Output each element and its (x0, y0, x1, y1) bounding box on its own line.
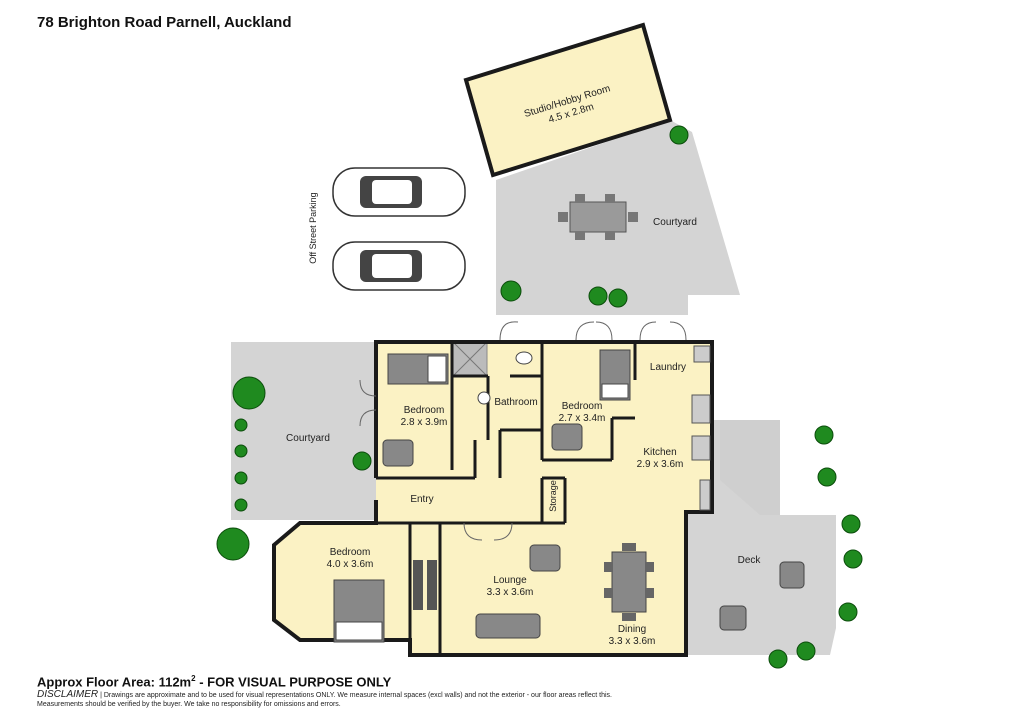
bed-3-icon (333, 579, 385, 643)
studio-room (463, 22, 673, 178)
plants (216, 125, 863, 669)
courtyard-left-label: Courtyard (286, 433, 330, 444)
car-2-icon (332, 241, 466, 291)
plant-icon (817, 467, 837, 487)
plant-icon (608, 288, 628, 308)
outer-wall (272, 340, 714, 657)
disclaimer: DISCLAIMER | Drawings are approximate an… (37, 690, 737, 709)
entry-floor (376, 478, 542, 523)
plant-icon (768, 649, 788, 669)
bedroom-3-dim: 4.0 x 3.6m (327, 559, 374, 570)
plant-icon (234, 471, 248, 485)
bed-1-icon (387, 353, 449, 385)
entry-label: Entry (410, 494, 433, 505)
bedroom-3-name: Bedroom (330, 547, 371, 558)
plant-icon (814, 425, 834, 445)
plant-icon (843, 549, 863, 569)
deck-label: Deck (738, 555, 762, 566)
wardrobe-left-icon (413, 560, 423, 610)
kitchen-appliances (691, 345, 711, 511)
floor-area-text: Approx Floor Area: 112m2 - FOR VISUAL PU… (37, 674, 391, 689)
plant-icon (352, 451, 372, 471)
plant-icon (234, 498, 248, 512)
plant-icon (796, 641, 816, 661)
courtyard-left-area (231, 342, 376, 520)
disclaimer-line-1: | Drawings are approximate and to be use… (98, 692, 612, 699)
plant-icon (216, 527, 250, 561)
storage-label: Storage (548, 480, 558, 512)
bedroom-1-dim: 2.8 x 3.9m (401, 417, 448, 428)
plant-icon (234, 418, 248, 432)
plant-icon (588, 286, 608, 306)
dining-table-icon (604, 543, 654, 621)
outdoor-table-icon (558, 194, 638, 240)
bathroom-label: Bathroom (494, 397, 537, 408)
dining-dim: 3.3 x 3.6m (609, 636, 656, 647)
plant-icon (838, 602, 858, 622)
page-title: 78 Brighton Road Parnell, Auckland (37, 14, 292, 31)
area-prefix: Approx Floor Area: 112m (37, 674, 192, 690)
disclaimer-heading: DISCLAIMER (37, 689, 99, 700)
bed-2-icon (599, 349, 631, 401)
plant-icon (234, 444, 248, 458)
basin-icon (477, 391, 491, 405)
interior-walls (376, 342, 637, 655)
toilet-icon (515, 351, 533, 365)
armchairs (382, 423, 805, 631)
laundry-label: Laundry (650, 362, 686, 373)
disclaimer-line-2: Measurements should be verified by the b… (37, 701, 341, 708)
bedroom-1-name: Bedroom (404, 405, 445, 416)
parking-label: Off Street Parking (308, 192, 318, 263)
doors (359, 321, 687, 541)
wardrobe-right-icon (427, 560, 437, 610)
area-suffix: - FOR VISUAL PURPOSE ONLY (195, 674, 392, 690)
sofa-icon (475, 613, 541, 639)
bedroom-2-dim: 2.7 x 3.4m (559, 413, 606, 424)
plant-icon (669, 125, 689, 145)
dining-name: Dining (618, 624, 646, 635)
plant-icon (500, 280, 522, 302)
area-sup: 2 (191, 674, 196, 683)
lounge-name: Lounge (493, 575, 527, 586)
bedroom-2-name: Bedroom (562, 401, 603, 412)
kitchen-name: Kitchen (643, 447, 676, 458)
car-1-icon (332, 167, 466, 217)
plant-icon (232, 376, 266, 410)
plant-icon (841, 514, 861, 534)
courtyard-top-label: Courtyard (653, 217, 697, 228)
lounge-dim: 3.3 x 3.6m (487, 587, 534, 598)
kitchen-dim: 2.9 x 3.6m (637, 459, 684, 470)
deck-side-area (720, 420, 780, 515)
